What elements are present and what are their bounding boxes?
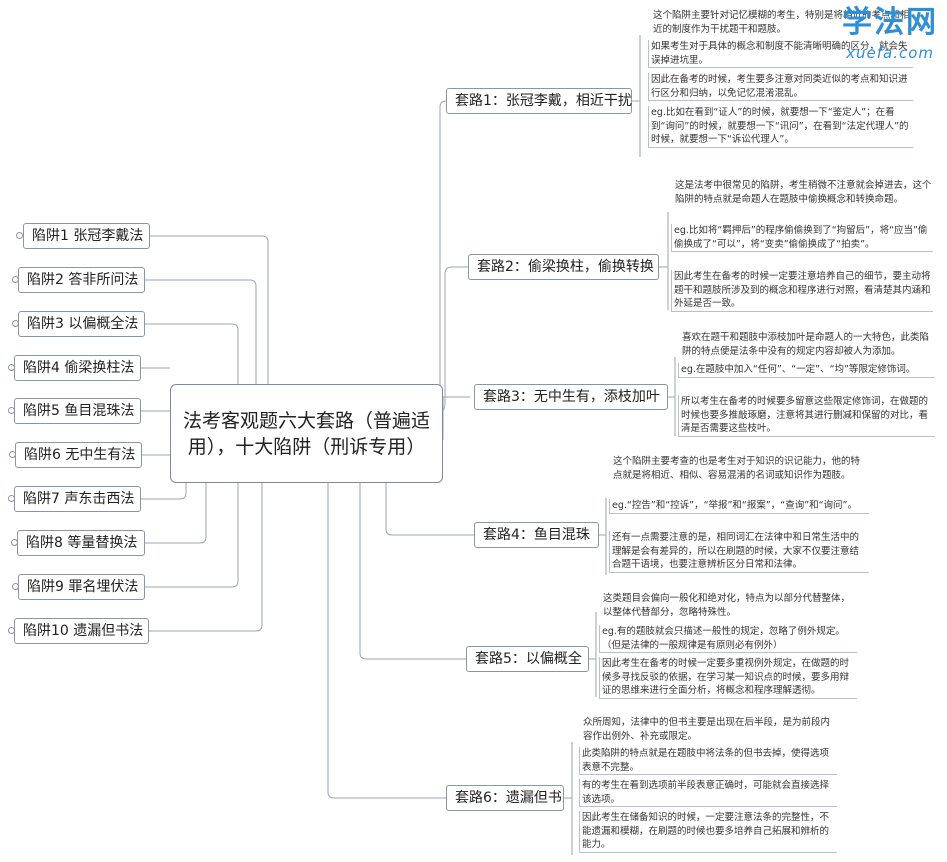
route-label: 套路6：遗漏但书 (455, 790, 562, 806)
route1-note-1: 这个陷阱主要针对记忆模糊的考生，特别是将相近的考点和相近的制度作为干扰题干和题肢… (653, 10, 910, 35)
trap-node-7[interactable]: 陷阱7 声东击西法 (14, 486, 141, 512)
trap-node-10[interactable]: 陷阱10 遗漏但书法 (14, 618, 149, 644)
route4-note-3: 还有一点需要注意的是，相同词汇在法律中和日常生活中的理解是会有差异的，所以在刷题… (609, 531, 869, 573)
trap-dot (16, 232, 23, 239)
trap-node-6[interactable]: 陷阱6 无中生有法 (15, 442, 142, 468)
logo-text: 学法网 (842, 5, 938, 40)
route3-note-2: eg.在题肢中加入“任何”、“一定”、“均”等限定修饰词。 (678, 363, 935, 378)
route5-note-3: 因此考生在备考的时候一定要多重视例外规定，在做题的时候多寻找反驳的依据，在学习某… (599, 657, 857, 699)
route5-note-2: eg.有的题肢就会只描述一般性的规定，忽略了例外规定。（但是法律的一般规律是有原… (599, 625, 857, 653)
route-label: 套路1：张冠李戴，相近干扰 (455, 93, 632, 109)
route-node-1[interactable]: 套路1：张冠李戴，相近干扰 (446, 88, 632, 114)
route1-note-4: eg.比如在看到“证人”的时候，就要想一下“鉴定人”；在看到“询问”的时候，就要… (648, 106, 913, 148)
route6-note-2: 此类陷阱的特点就是在题肢中将法条的但书去掉，使得选项表意不完整。 (579, 747, 837, 775)
route2-note-2: eg.比如将“羁押后”的程序偷偷换到了“拘留后”，将“应当”偷偷换成了“可以”，… (671, 224, 933, 252)
route-label: 套路3：无中生有，添枝加叶 (483, 389, 660, 405)
route4-note-2: eg.“控告”和“控诉”，“举报”和“报案”，“查询”和“询问”。 (609, 499, 869, 514)
route-node-5[interactable]: 套路5：以偏概全 (466, 646, 589, 672)
route2-note-3: 因此考生在备考的时候一定要注意培养自己的细节，要主动将题干和题肢所涉及到的概念和… (671, 270, 933, 312)
central-topic[interactable]: 法考客观题六大套路（普遍适用），十大陷阱（刑诉专用） (170, 384, 443, 483)
route4-note-1: 这个陷阱主要考查的也是考生对于知识的识记能力，他的特点就是将相近、相似、容易混淆… (613, 456, 861, 481)
route1-note-3: 因此在备考的时候，考生要多注意对同类近似的考点和知识进行区分和归纳，以免记忆混淆… (648, 73, 913, 101)
logo-domain: xuefa.com (846, 44, 934, 62)
route6-note-4: 因此考生在储备知识的时候，一定要注意法条的完整性，不能遗漏和模糊，在刷题的时候也… (579, 811, 837, 853)
route3-note-1: 喜欢在题干和题肢中添枝加叶是命题人的一大特色，此类陷阱的特点便是法条中没有的规定… (682, 332, 930, 357)
route6-note-1: 众所周知，法律中的但书主要是出现在后半段，是为前段内容作出例外、补充或限定。 (583, 717, 831, 742)
route2-note-1: 这是法考中很常见的陷阱，考生稍微不注意就会掉进去，这个陷阱的特点就是命题人在题肢… (675, 180, 932, 205)
route-node-4[interactable]: 套路4：鱼目混珠 (474, 522, 599, 548)
route-label: 套路5：以偏概全 (475, 651, 582, 667)
trap-node-3[interactable]: 陷阱3 以偏概全法 (18, 311, 145, 337)
trap-node-5[interactable]: 陷阱5 鱼目混珠法 (14, 398, 141, 424)
trap-node-1[interactable]: 陷阱1 张冠李戴法 (23, 223, 150, 249)
trap-node-4[interactable]: 陷阱4 偷梁换柱法 (14, 355, 141, 381)
route-label: 套路4：鱼目混珠 (483, 527, 590, 543)
trap-node-8[interactable]: 陷阱8 等量替换法 (17, 530, 145, 556)
route1-note-2: 如果考生对于具体的概念和制度不能清晰明确的区分，就会失误掉进坑里。 (648, 40, 913, 68)
route-node-2[interactable]: 套路2：偷梁换柱，偷换转换 (468, 254, 659, 280)
route3-note-3: 所以考生在备考的时候要多留意这些限定修饰词，在做题的时候也要多推敲琢磨，注意将其… (678, 395, 935, 437)
trap-node-9[interactable]: 陷阱9 罪名埋伏法 (18, 574, 145, 600)
route6-note-3: 有的考生在看到选项前半段表意正确时，可能就会直接选择该选项。 (579, 779, 837, 807)
xuefa-logo: 学法网 xuefa.com (826, 6, 938, 66)
route-label: 套路2：偷梁换柱，偷换转换 (477, 259, 654, 275)
route5-note-1: 这类题目会偏向一般化和绝对化，特点为以部分代替整体，以整体代替部分，忽略特殊性。 (603, 593, 851, 618)
trap-node-2[interactable]: 陷阱2 答非所问法 (18, 267, 145, 293)
route-node-6[interactable]: 套路6：遗漏但书 (446, 785, 564, 811)
route-node-3[interactable]: 套路3：无中生有，添枝加叶 (474, 384, 668, 410)
central-topic-text: 法考客观题六大套路（普遍适用），十大陷阱（刑诉专用） (182, 409, 430, 458)
